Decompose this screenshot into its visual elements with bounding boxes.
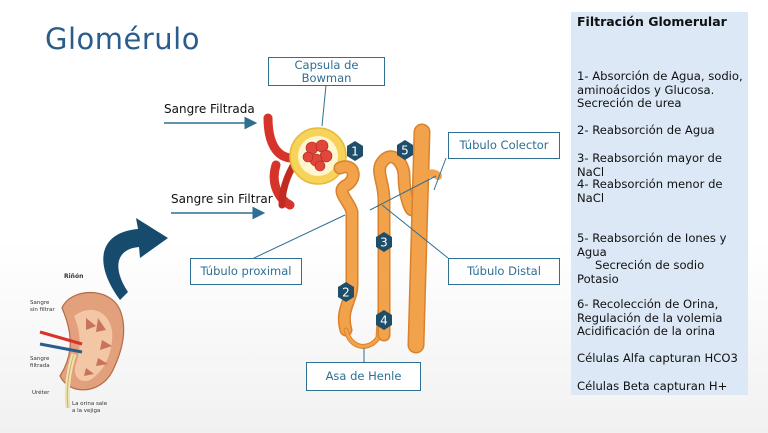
kidney-label-sin-filtrar: Sangre sin filtrar (30, 300, 55, 313)
panel-alfa: Células Alfa capturan HCO3 (577, 351, 738, 365)
panel-item-6: 6- Recolección de Orina, Regulación de l… (577, 297, 723, 339)
marker-4: 4 (376, 310, 392, 330)
collecting-branch (416, 169, 442, 184)
glomerulus (302, 139, 333, 172)
kidney-label-ureter: Uréter (32, 390, 50, 396)
label-tubulo-proximal: Túbulo proximal (190, 258, 302, 285)
marker-3: 3 (376, 232, 392, 252)
proximal-tubule-fill (335, 161, 359, 335)
panel-item-3: 3- Reabsorción mayor de NaCl (577, 151, 723, 179)
curved-arrow (103, 218, 168, 300)
loop-fill (344, 248, 386, 348)
marker-2: 2 (338, 282, 354, 302)
label-tubulo-distal: Túbulo Distal (448, 258, 560, 285)
panel-item-5a: 5- Reabsorción de Iones y Agua (577, 231, 727, 259)
info-panel (571, 12, 748, 395)
distal-tubule-fill (374, 151, 417, 340)
label-tubulo-colector: Túbulo Colector (448, 132, 560, 159)
label-sangre-sin-filtrar: Sangre sin Filtrar (171, 192, 273, 206)
panel-item-2: 2- Reabsorción de Agua (577, 123, 715, 137)
label-asa-henle: Asa de Henle (306, 362, 421, 391)
marker-5: 5 (397, 140, 413, 160)
kidney-title: Riñón (64, 273, 84, 280)
svg-text:3: 3 (380, 236, 388, 250)
kidney-label-filtrada: Sangre filtrada (30, 356, 50, 369)
leader-lines (253, 84, 449, 362)
panel-item-5b: Secreción de sodio Potasio (577, 258, 745, 286)
label-sangre-filtrada: Sangre Filtrada (164, 102, 255, 116)
panel-beta: Células Beta capturan H+ (577, 379, 728, 393)
panel-item-4: 4- Reabsorción menor de NaCl (577, 177, 723, 205)
svg-text:5: 5 (401, 144, 409, 158)
label-capsula-bowman: Capsula de Bowman (268, 57, 385, 86)
collecting-duct-fill (409, 125, 429, 352)
kidney-label-orina: La orina sale a la vejiga (72, 401, 108, 414)
marker-1: 1 (347, 141, 363, 161)
panel-item-5b-text: Secreción de sodio Potasio (577, 258, 705, 286)
page-title: Glomérulo (45, 22, 200, 56)
svg-text:2: 2 (342, 286, 350, 300)
panel-title: Filtración Glomerular (577, 14, 727, 29)
svg-text:4: 4 (380, 314, 388, 328)
panel-item-1: 1- Absorción de Agua, sodio, aminoácidos… (577, 69, 743, 111)
svg-text:1: 1 (351, 145, 359, 159)
kidney-illustration (39, 291, 125, 409)
